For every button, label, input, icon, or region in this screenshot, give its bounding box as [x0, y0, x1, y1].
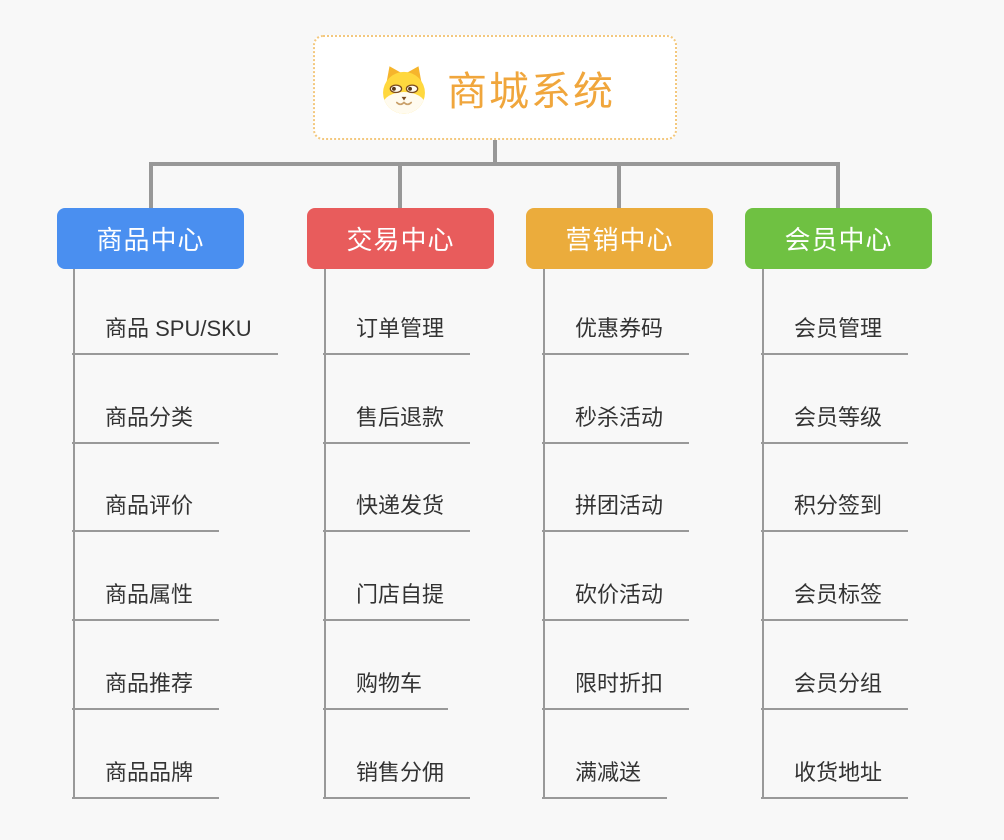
- child-topic[interactable]: 商品评价: [72, 490, 220, 532]
- child-topic[interactable]: 限时折扣: [542, 668, 690, 710]
- child-topic[interactable]: 会员标签: [761, 579, 909, 621]
- connector-root-vertical: [493, 140, 497, 164]
- branch-trade-center[interactable]: 交易中心: [307, 208, 494, 269]
- connector-drop-marketing: [617, 162, 621, 208]
- child-topic[interactable]: 商品属性: [72, 579, 220, 621]
- child-topic[interactable]: 销售分佣: [323, 757, 471, 799]
- child-topic[interactable]: 砍价活动: [542, 579, 690, 621]
- child-topic[interactable]: 商品 SPU/SKU: [72, 313, 278, 355]
- child-topic[interactable]: 商品分类: [72, 402, 220, 444]
- spine-member-center: [762, 269, 764, 799]
- child-topic[interactable]: 商品推荐: [72, 668, 220, 710]
- spine-trade-center: [324, 269, 326, 799]
- child-topic[interactable]: 商品品牌: [72, 757, 220, 799]
- connector-drop-product: [149, 162, 153, 208]
- child-topic[interactable]: 门店自提: [323, 579, 471, 621]
- spine-marketing-center: [543, 269, 545, 799]
- child-topic[interactable]: 满减送: [542, 757, 668, 799]
- root-topic[interactable]: 商城系统: [313, 35, 677, 140]
- child-topic[interactable]: 购物车: [323, 668, 449, 710]
- child-topic[interactable]: 收货地址: [761, 757, 909, 799]
- child-topic[interactable]: 会员管理: [761, 313, 909, 355]
- child-topic[interactable]: 拼团活动: [542, 490, 690, 532]
- child-topic[interactable]: 积分签到: [761, 490, 909, 532]
- branch-member-center[interactable]: 会员中心: [745, 208, 932, 269]
- dog-face-icon: [383, 65, 425, 114]
- spine-product-center: [73, 269, 75, 799]
- child-topic[interactable]: 售后退款: [323, 402, 471, 444]
- branch-marketing-center[interactable]: 营销中心: [526, 208, 713, 269]
- child-topic[interactable]: 秒杀活动: [542, 402, 690, 444]
- child-topic[interactable]: 订单管理: [323, 313, 471, 355]
- connector-drop-trade: [398, 162, 402, 208]
- child-topic[interactable]: 会员分组: [761, 668, 909, 710]
- branch-product-center[interactable]: 商品中心: [57, 208, 244, 269]
- connector-drop-member: [836, 162, 840, 208]
- child-topic[interactable]: 优惠券码: [542, 313, 690, 355]
- root-topic-title: 商城系统: [447, 69, 615, 114]
- child-topic[interactable]: 快递发货: [323, 490, 471, 532]
- connector-bus-horizontal: [149, 162, 840, 166]
- child-topic[interactable]: 会员等级: [761, 402, 909, 444]
